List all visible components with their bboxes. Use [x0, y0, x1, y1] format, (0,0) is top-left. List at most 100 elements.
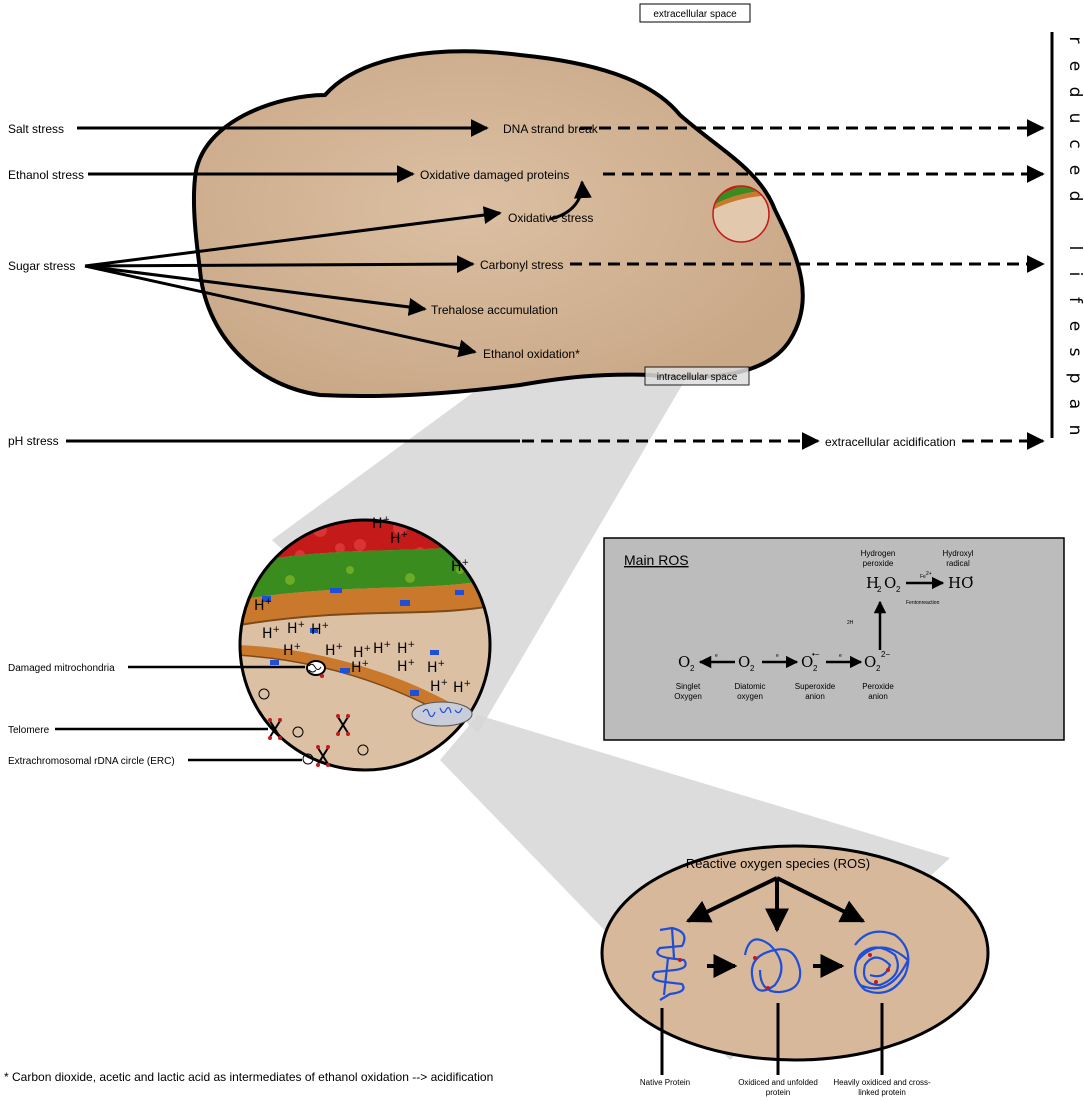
superoxide-name-1: Superoxide	[795, 682, 836, 691]
diatomic-name-2: oxygen	[737, 692, 763, 701]
arrow-sugar-ethox	[84, 264, 477, 358]
carbonyl-stress-label: Carbonyl stress	[480, 258, 563, 272]
peroxide-name-1: Peroxide	[862, 682, 894, 691]
lifespan-letter: i	[1065, 272, 1084, 277]
twoh-label: 2H	[847, 620, 854, 626]
e-label-1: e	[715, 653, 718, 659]
ethanol-oxidation-label: Ethanol oxidation*	[483, 347, 580, 361]
arrow-oxstress-proteins	[549, 180, 592, 221]
svg-text:2: 2	[877, 585, 882, 594]
lifespan-letter: e	[1065, 61, 1084, 71]
lifespan-letter: p	[1065, 373, 1084, 384]
telomere-chromosomes	[268, 714, 350, 767]
protein-ellipse	[600, 844, 990, 1062]
ho-name-2: radical	[946, 559, 970, 568]
arrow-ros-native	[685, 876, 778, 923]
h2o2-name-2: peroxide	[863, 559, 894, 568]
lifespan-letter: e	[1065, 321, 1084, 331]
singlet-name-2: Oxygen	[674, 692, 702, 701]
ph-stress-label: pH stress	[8, 434, 59, 448]
sugar-stress-label: Sugar stress	[8, 259, 75, 273]
crosslinked-protein	[853, 930, 910, 994]
oxidized-label-1: Oxidiced and unfolded	[738, 1078, 818, 1087]
circles-erc	[258, 688, 369, 765]
intracellular-box	[644, 366, 750, 386]
damaged-mitochondrion	[306, 660, 326, 678]
ros-box	[603, 537, 1065, 741]
svg-text:O: O	[864, 653, 876, 671]
ros-box-title: Main ROS	[624, 552, 689, 568]
native-label: Native Protein	[640, 1078, 690, 1087]
svg-text:HO: HO	[948, 574, 973, 592]
svg-text:O: O	[884, 574, 896, 592]
svg-text:H: H	[866, 574, 879, 592]
ethanol-stress-label: Ethanol stress	[8, 168, 84, 182]
ho-name-1: Hydroxyl	[942, 549, 973, 558]
superoxide-name-2: anion	[805, 692, 825, 701]
lifespan-letter: d	[1065, 87, 1084, 98]
oxidative-stress-label: Oxidative stress	[508, 211, 593, 225]
lifespan-letter: l	[1065, 246, 1084, 251]
lifespan-letter: s	[1065, 348, 1084, 357]
svg-text:2: 2	[813, 664, 818, 673]
h2o2-name-1: Hydrogen	[861, 549, 896, 558]
erc-label: Extrachromosomal rDNA circle (ERC)	[8, 756, 175, 767]
arrow-ros-heavy	[776, 876, 866, 923]
magnified-circle-border	[238, 518, 492, 772]
arrow-sugar-carbonyl	[84, 255, 475, 274]
oxidized-protein	[743, 938, 802, 994]
acidification-label: extracellular acidification	[825, 435, 956, 449]
protein-vesicle	[411, 701, 473, 727]
intracellular-label: intracellular space	[657, 372, 738, 383]
svg-text:2−: 2−	[881, 650, 890, 659]
heavy-label-2: linked protein	[858, 1088, 906, 1097]
heavy-label-1: Heavily oxidiced and cross-	[833, 1078, 931, 1087]
mito-label: Damaged mitrochondria	[8, 663, 115, 674]
singlet-name-1: Singlet	[676, 682, 701, 691]
ros-title: Reactive oxygen species (ROS)	[686, 856, 870, 871]
dna-break-label: DNA strand break	[503, 122, 599, 136]
peroxide-name-2: anion	[868, 692, 888, 701]
extracellular-label: extracellular space	[653, 9, 737, 20]
fe-sup: 2+	[926, 571, 932, 577]
svg-text:O: O	[801, 653, 813, 671]
svg-text:2: 2	[876, 664, 881, 673]
lifespan-letter: c	[1065, 139, 1084, 148]
salt-stress-label: Salt stress	[8, 122, 64, 136]
e-label-2: e	[776, 653, 779, 659]
footnote: * Carbon dioxide, acetic and lactic acid…	[4, 1070, 493, 1084]
lifespan-letter: e	[1065, 165, 1084, 175]
oxidized-label-2: protein	[766, 1088, 790, 1097]
telomere-label: Telomere	[8, 725, 50, 736]
native-protein	[651, 926, 687, 1001]
lifespan-letter: n	[1065, 425, 1084, 436]
trehalose-label: Trehalose accumulation	[431, 303, 558, 317]
fe-label: Fe	[920, 574, 926, 580]
fenton-label: Fentonreaction	[906, 600, 940, 606]
hydroxyl-formula: HO•	[948, 573, 973, 592]
arrow-sugar-oxstress	[84, 206, 502, 268]
lifespan-letter: f	[1065, 297, 1084, 304]
svg-text:O: O	[738, 653, 750, 671]
diatomic-name-1: Diatomic	[734, 682, 765, 691]
oxidative-proteins-label: Oxidative damaged proteins	[420, 168, 569, 182]
svg-text:2: 2	[896, 585, 901, 594]
yeast-cell	[191, 49, 805, 398]
svg-text:2: 2	[750, 664, 755, 673]
extracellular-box	[639, 3, 751, 23]
proton-labels: H+H+H+H+H+H+H+H+H+H+H+H+H+H+H+H+H+	[254, 515, 471, 696]
arrow-sugar-trehalose	[84, 264, 427, 316]
lifespan-letter: d	[1065, 191, 1084, 202]
lifespan-letter: a	[1065, 399, 1084, 409]
membrane-zoom-spot-ring	[712, 185, 770, 243]
lifespan-letter: u	[1065, 113, 1084, 124]
svg-text:O: O	[678, 653, 690, 671]
svg-text:•−: •−	[812, 650, 820, 659]
e-label-3: e	[839, 653, 842, 659]
